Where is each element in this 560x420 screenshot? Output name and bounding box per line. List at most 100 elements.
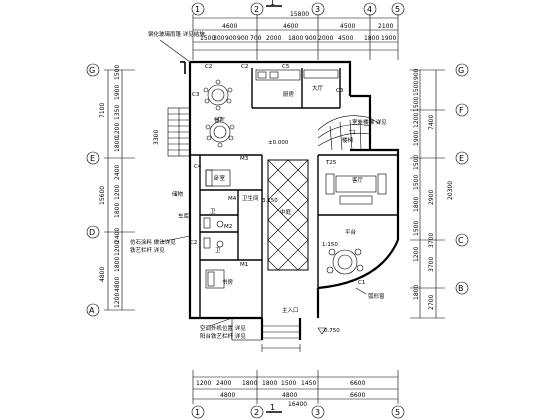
room-bath-2: 卫	[215, 247, 221, 254]
room-kitchen: 厨房	[283, 90, 295, 98]
room-bath-1: 卫	[210, 208, 216, 215]
dim-left-in-4: 1200	[114, 123, 121, 138]
dim-right-outer-5: 3700	[428, 257, 435, 272]
axis-top-3: 3	[315, 5, 320, 14]
living-room-furniture	[325, 173, 387, 205]
tag-t2: T2	[348, 130, 356, 136]
tag-c1: C1	[358, 280, 365, 286]
entrance-steps	[231, 317, 300, 341]
entrance-dims	[261, 344, 301, 352]
bedroom-furniture	[205, 169, 231, 187]
dim-top-sub-3: 900	[225, 35, 237, 42]
axis-bot-5: 5	[395, 408, 400, 417]
tag-c2-c: C2	[190, 240, 197, 246]
section-cut-markers	[180, 61, 186, 74]
dim-top-sub-11: 1800	[364, 35, 379, 42]
dim-bot-sub-1: 4800	[220, 392, 235, 399]
dim-right-outer-2: 20300	[447, 181, 454, 200]
level-outdoor: -0.750	[322, 328, 340, 334]
axis-right-f: F	[459, 106, 464, 115]
section-mark-bottom: 1	[270, 403, 275, 412]
bath-fixtures	[203, 217, 224, 249]
tag-m3: M3	[240, 156, 249, 162]
dim-right-in-11: 1800	[413, 285, 420, 300]
dim-bot-2: 2400	[216, 380, 231, 387]
dim-top-3: 4500	[340, 23, 355, 30]
room-living: 客厅	[352, 176, 364, 184]
note-right-low: 弧形窗	[368, 292, 385, 300]
dim-left-outer-4: 4800	[99, 267, 106, 282]
top-dimension-chain: 4600 4600 4500 2100 15800 1500 300 900 9…	[192, 11, 399, 60]
dim-right-in-7: 1500	[413, 175, 420, 190]
dim-bot-5: 1500	[281, 380, 296, 387]
dim-top-sub-6: 2000	[266, 35, 281, 42]
dim-top-total: 15800	[290, 11, 309, 18]
dining-table-mid	[205, 116, 235, 148]
dim-right-outer-6: 2700	[428, 295, 435, 310]
kitchen-counter	[255, 69, 339, 81]
dim-right-outer-4: 3700	[428, 233, 435, 248]
dim-bot-total: 16400	[288, 401, 307, 408]
dim-bot-1: 1200	[196, 380, 211, 387]
note-right-top: 室外楼梯 详见	[352, 118, 387, 126]
tag-c3: C3	[192, 92, 200, 98]
axis-right-b: B	[458, 284, 464, 293]
tag-m1: M1	[240, 262, 248, 268]
dim-right-in-5: 1900	[413, 131, 420, 146]
dim-left-outer-3: 3300	[153, 130, 160, 145]
dim-top-2: 4600	[283, 23, 298, 30]
axis-bot-1: 1	[195, 408, 200, 417]
dim-bot-7: 6600	[350, 380, 365, 387]
opening-tags: C2 C2 C3 C5 C3 M3 M4 C4 C2 M1 M2 T2 T25 …	[190, 64, 365, 286]
axis-top-5: 5	[395, 5, 400, 14]
dim-right-outer-3: 2900	[428, 190, 435, 205]
room-light-well: 中庭	[280, 208, 292, 216]
tag-c3-b: C3	[336, 88, 344, 94]
tag-m2: M2	[224, 224, 232, 230]
dim-left-in-13: 1200	[114, 293, 121, 308]
dining-table-top	[203, 79, 233, 111]
dim-left-in-12: 4800	[114, 277, 121, 292]
axis-top-2: 2	[254, 5, 259, 14]
dim-top-1: 4600	[222, 23, 237, 30]
dim-right-in-1: 900	[413, 68, 420, 80]
dim-left-in-1: 1500	[114, 65, 121, 80]
axis-top-1: 1	[195, 5, 200, 14]
dim-top-sub-1: 1500	[200, 35, 215, 42]
tag-c2-b: C2	[241, 64, 248, 70]
dim-left-in-8: 1800	[114, 203, 121, 218]
tag-step1: 1:150	[322, 242, 338, 248]
axis-right-e: E	[459, 154, 464, 163]
dim-top-sub-4: 900	[237, 35, 249, 42]
interior-walls	[190, 68, 398, 318]
axis-bubbles-left: G E D A	[86, 63, 100, 317]
dim-right-in-2: 1500	[413, 81, 420, 96]
dim-top-sub-10: 4500	[338, 35, 353, 42]
note-bottom-left-2: 阳台铁艺栏杆 详见	[200, 332, 246, 340]
dim-left-in-3: 1350	[114, 105, 121, 120]
axis-bubbles-bottom: 1 2 3 5 1	[191, 403, 405, 419]
note-bottom-left: 空调外机位置 详见	[200, 324, 246, 332]
axis-right-g: G	[458, 66, 464, 75]
dim-left-in-10: 1200	[114, 241, 121, 256]
room-bedroom: 卧室	[214, 174, 226, 182]
dim-top-sub-8: 900	[305, 35, 317, 42]
axis-right-c: C	[458, 236, 464, 245]
round-sofa-set	[326, 248, 364, 275]
room-storage: 储物	[172, 190, 184, 198]
dim-left-outer-1: 7100	[99, 103, 106, 118]
dim-bot-sub-2: 4800	[282, 392, 297, 399]
axis-bot-2: 2	[254, 408, 259, 417]
dim-bot-6: 1450	[301, 380, 316, 387]
dim-left-in-2: 1900	[114, 85, 121, 100]
bottom-dimension-chain: 1200 2400 1800 1800 1500 1450 6600 4800 …	[192, 370, 399, 408]
dim-top-4: 2100	[378, 23, 393, 30]
dim-left-in-6: 2400	[114, 165, 121, 180]
room-study: 书房	[222, 278, 234, 286]
exterior-walls	[188, 60, 400, 340]
dim-left-in-11: 1800	[114, 257, 121, 272]
exterior-stair-left	[167, 107, 191, 157]
tag-t25: T25	[325, 160, 337, 166]
annotations: 钢化玻璃雨篷 详见结施 室外楼梯 详见 仿石涂料 做法详见 铁艺栏杆 详见 空调…	[130, 30, 387, 340]
